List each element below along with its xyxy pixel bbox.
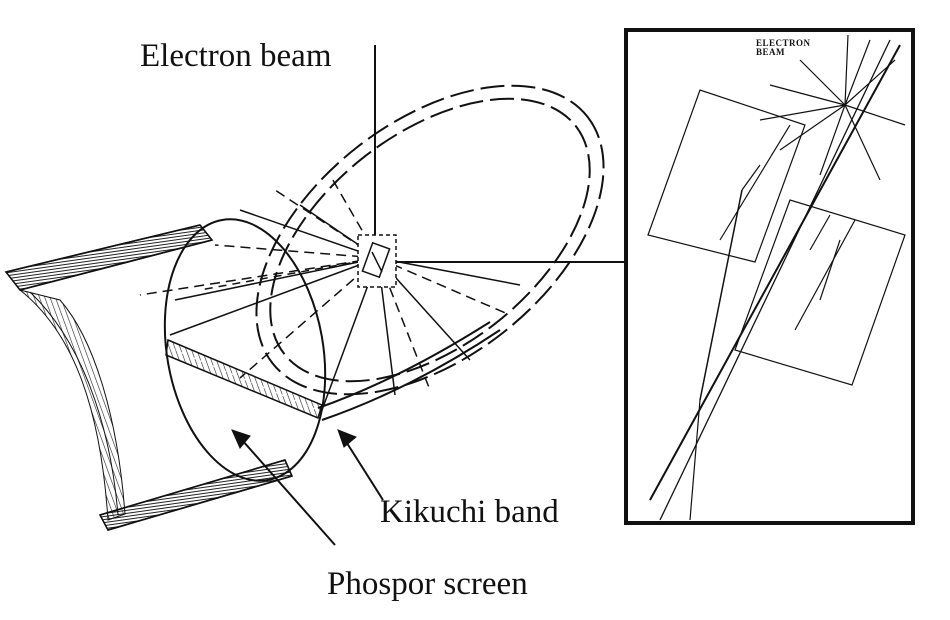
electron-beam-label: Electron beam [140, 38, 332, 74]
kikuchi-band-label: Kikuchi band [380, 494, 559, 530]
inset-label-line2: BEAM [756, 47, 785, 57]
inset-label-line1: ELECTRON [756, 38, 811, 48]
specimen [357, 234, 397, 288]
inset-electron-beam-label: ELECTRON BEAM [756, 39, 811, 57]
projection-cone [255, 84, 605, 421]
phosphor-screen-label: Phospor screen [327, 566, 528, 602]
diffraction-rays [139, 174, 521, 411]
inset-panel [624, 28, 915, 525]
pointer-arrows [231, 429, 384, 546]
phosphor-screen-disc [163, 218, 327, 482]
